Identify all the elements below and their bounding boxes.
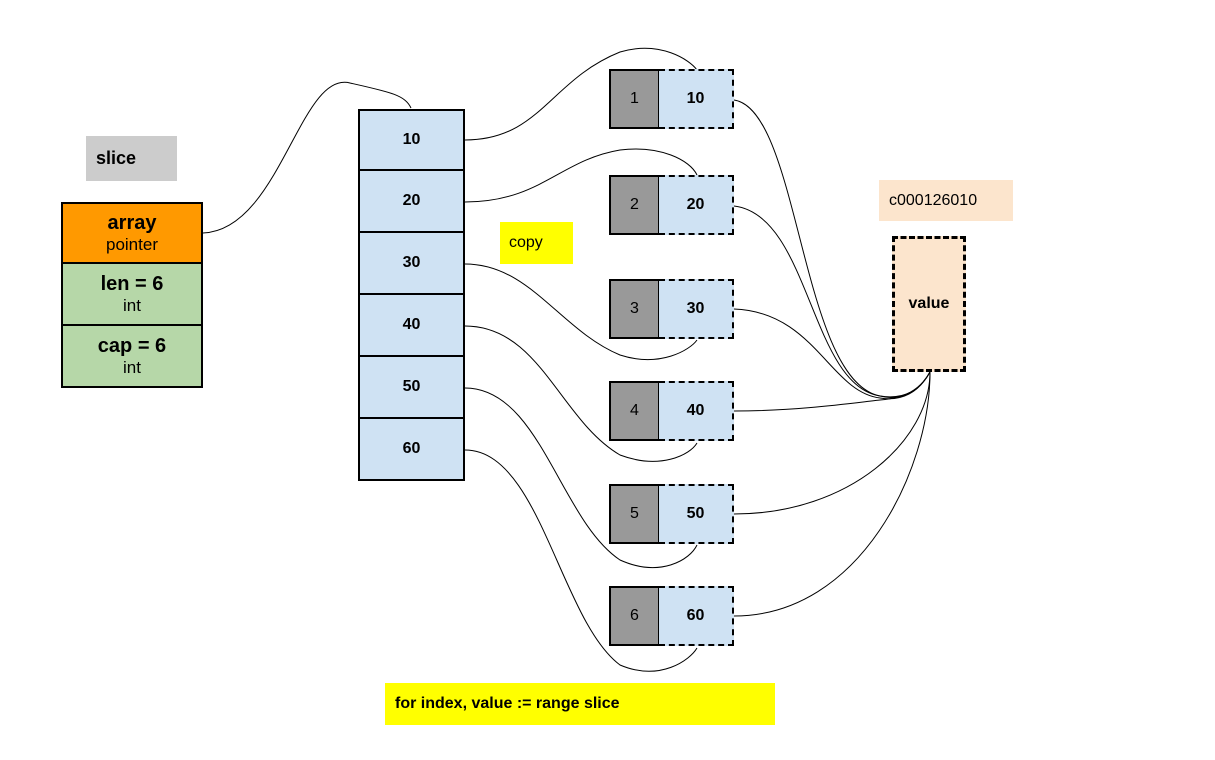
field-name: cap = 6: [97, 334, 167, 357]
copy-label: copy: [500, 222, 573, 264]
value-variable-box: value: [892, 236, 966, 372]
iteration-index-cell: 5: [609, 484, 660, 544]
iteration-value-cell: 50: [659, 484, 734, 544]
array-cell: 10: [358, 109, 465, 171]
iteration-value-cell: 60: [659, 586, 734, 646]
field-name: array: [107, 211, 157, 234]
field-type: pointer: [106, 234, 158, 254]
iteration-index-cell: 4: [609, 381, 660, 441]
slice-label-text: slice: [96, 148, 137, 168]
array-cell: 40: [358, 295, 465, 357]
assign-connector-60: [733, 371, 931, 617]
value-address-label: c000126010: [879, 180, 1013, 221]
code-label: for index, value := range slice: [385, 683, 775, 725]
assign-connector-40: [733, 371, 931, 412]
array-cell: 20: [358, 171, 465, 233]
iteration-value-cell: 30: [659, 279, 734, 339]
field-type: int: [123, 295, 141, 315]
code-label-text: for index, value := range slice: [395, 695, 620, 712]
array-cell: 50: [358, 357, 465, 419]
copy-label-text: copy: [509, 234, 543, 251]
iteration-index-cell: 6: [609, 586, 660, 646]
slice-field-len: len = 6 int: [61, 264, 203, 326]
field-type: int: [123, 357, 141, 377]
iteration-value-cell: 10: [659, 69, 734, 129]
slice-label: slice: [86, 136, 177, 181]
array-cell: 60: [358, 419, 465, 481]
slice-field-array: array pointer: [61, 202, 203, 264]
array-cell: 30: [358, 233, 465, 295]
iteration-index-cell: 2: [609, 175, 660, 235]
field-name: len = 6: [100, 272, 164, 295]
iteration-value-cell: 20: [659, 175, 734, 235]
slice-field-cap: cap = 6 int: [61, 326, 203, 388]
iteration-index-cell: 3: [609, 279, 660, 339]
assign-connector-50: [733, 371, 931, 515]
iteration-index-cell: 1: [609, 69, 660, 129]
iteration-value-cell: 40: [659, 381, 734, 441]
value-address-text: c000126010: [889, 191, 978, 209]
value-variable-label: value: [908, 295, 950, 312]
